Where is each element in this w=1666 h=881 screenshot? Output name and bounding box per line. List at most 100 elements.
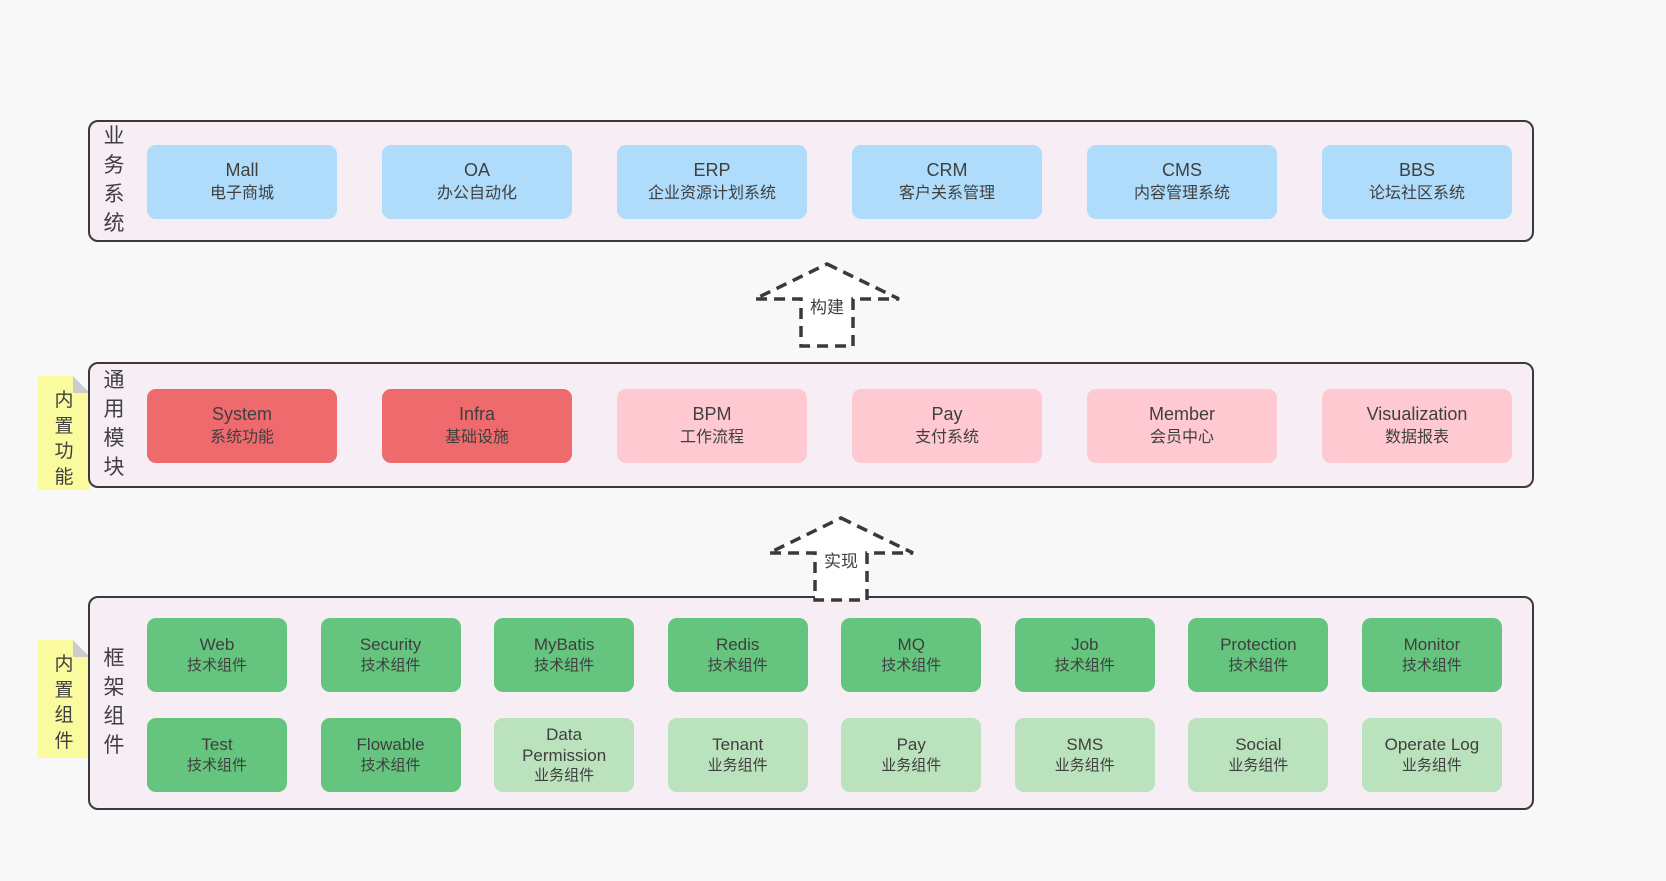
box-infra: Infra 基础设施 [382, 389, 572, 463]
box-row: Mall 电子商城 OA 办公自动化 ERP 企业资源计划系统 CRM 客户关系管理 CMS 内容… [147, 145, 1512, 219]
sticky-note-label: 内置组件 [54, 654, 74, 752]
box-title: CRM [926, 160, 968, 181]
box-subtitle: 技术组件 [186, 656, 247, 674]
box-subtitle: 论坛社区系统 [1368, 185, 1465, 203]
box-title: Pay [896, 735, 926, 755]
box-subtitle: 系统功能 [209, 429, 274, 447]
section-label: 业务系统 [103, 125, 125, 235]
sticky-note-builtin-components: 内置组件 [38, 640, 90, 758]
box-title: Visualization [1366, 404, 1468, 425]
box-subtitle: 业务组件 [881, 756, 942, 774]
box-title: Security [359, 635, 422, 655]
arrow-implement: 实现 [766, 516, 916, 602]
box-title: MyBatis [533, 635, 595, 655]
box-subtitle: 业务组件 [1401, 756, 1462, 774]
box-subtitle: 内容管理系统 [1133, 185, 1230, 203]
arrow-label: 构建 [807, 298, 847, 319]
box-subtitle: 业务组件 [707, 756, 768, 774]
box-subtitle: 客户关系管理 [898, 185, 995, 203]
arrow-label: 实现 [821, 552, 861, 573]
box-subtitle: 办公自动化 [436, 185, 517, 203]
box-title: CMS [1162, 160, 1202, 181]
box-subtitle: 会员中心 [1149, 429, 1214, 447]
box-bpm: BPM 工作流程 [617, 389, 807, 463]
box-crm: CRM 客户关系管理 [852, 145, 1042, 219]
box-subtitle: 业务组件 [1054, 756, 1115, 774]
box-subtitle: 技术组件 [1228, 656, 1289, 674]
box-visualization: Visualization 数据报表 [1322, 389, 1512, 463]
sticky-note-label: 内置功能 [54, 390, 74, 488]
box-subtitle: 业务组件 [534, 767, 595, 785]
box-title: Test [201, 735, 233, 755]
box-title: OA [463, 160, 490, 181]
box-title: SMS [1066, 735, 1104, 755]
box-subtitle: 技术组件 [1054, 656, 1115, 674]
box-subtitle: 技术组件 [360, 656, 421, 674]
box-member: Member 会员中心 [1087, 389, 1277, 463]
box-subtitle: 技术组件 [534, 656, 595, 674]
section-label: 通用模块 [103, 369, 125, 479]
box-subtitle: 电子商城 [209, 185, 274, 203]
box-subtitle: 业务组件 [1228, 756, 1289, 774]
box-title: System [211, 404, 272, 425]
section-business-systems: 业务系统 Mall 电子商城 OA 办公自动化 ERP 企业资源计划系统 CRM 客户关系管理… [88, 120, 1534, 242]
box-subtitle: 技术组件 [881, 656, 942, 674]
box-title: Member [1148, 404, 1215, 425]
box-erp: ERP 企业资源计划系统 [617, 145, 807, 219]
box-title: BPM [692, 404, 732, 425]
box-title: Web [199, 635, 235, 655]
box-subtitle: 数据报表 [1384, 429, 1449, 447]
box-title: Mall [225, 160, 259, 181]
box-title: ERP [693, 160, 731, 181]
box-title: Redis [715, 635, 760, 655]
box-title: Data Permission [522, 724, 607, 765]
box-oa: OA 办公自动化 [382, 145, 572, 219]
sticky-note-builtin-features: 内置功能 [38, 376, 90, 490]
box-title: Monitor [1403, 635, 1461, 655]
box-subtitle: 技术组件 [1401, 656, 1462, 674]
box-subtitle: 技术组件 [707, 656, 768, 674]
box-title: Tenant [712, 735, 764, 755]
box-title: Protection [1220, 635, 1297, 655]
box-title: Operate Log [1384, 735, 1480, 755]
box-title: Infra [458, 404, 496, 425]
box-bbs: BBS 论坛社区系统 [1322, 145, 1512, 219]
box-subtitle: 基础设施 [444, 429, 509, 447]
box-subtitle: 企业资源计划系统 [647, 185, 776, 203]
section-label: 框架组件 [103, 647, 125, 757]
box-title: Social [1235, 735, 1282, 755]
box-title: MQ [897, 635, 925, 655]
box-data-permission: Data Permission 业务组件 [494, 718, 635, 792]
arrow-build: 构建 [752, 262, 902, 348]
box-system: System 系统功能 [147, 389, 337, 463]
box-cms: CMS 内容管理系统 [1087, 145, 1277, 219]
box-title: Flowable [356, 735, 425, 755]
box-subtitle: 支付系统 [914, 429, 979, 447]
box-title: BBS [1398, 160, 1436, 181]
box-subtitle: 工作流程 [679, 429, 744, 447]
box-subtitle: 技术组件 [360, 756, 421, 774]
box-subtitle: 技术组件 [186, 756, 247, 774]
